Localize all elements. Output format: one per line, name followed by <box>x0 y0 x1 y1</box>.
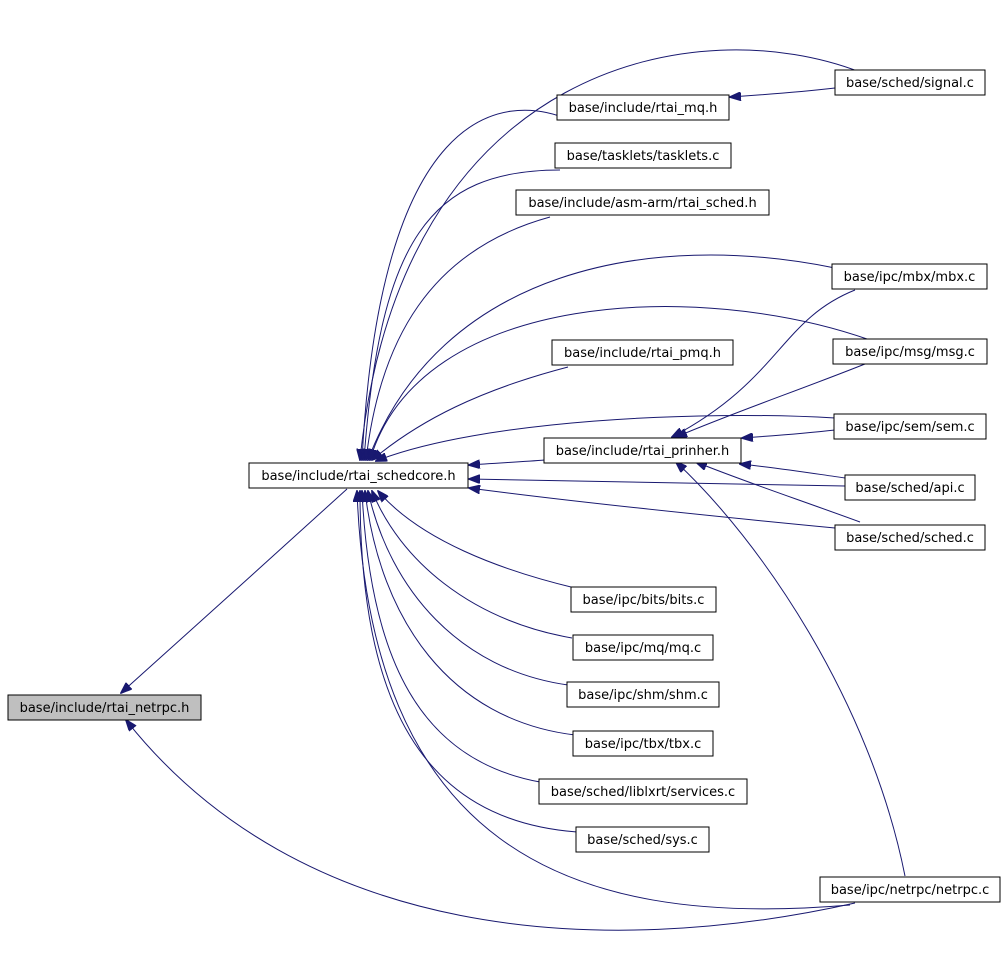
edge-sem-to-prinher <box>742 429 836 438</box>
node-label: base/include/rtai_netrpc.h <box>20 701 190 716</box>
node-bits-c[interactable]: base/ipc/bits/bits.c <box>570 586 717 613</box>
edge-signal-to-mq <box>730 87 836 97</box>
node-rtai-pmq-h[interactable]: base/include/rtai_pmq.h <box>551 339 734 366</box>
edges <box>121 49 906 931</box>
edge-shm-to-schedcore <box>368 491 569 686</box>
edge-mbx-to-schedcore <box>368 254 836 460</box>
node-label: base/ipc/shm/shm.c <box>578 688 708 703</box>
node-label: base/tasklets/tasklets.c <box>567 149 720 164</box>
node-services-c[interactable]: base/sched/liblxrt/services.c <box>538 778 748 805</box>
edge-signal-to-schedcore <box>360 49 861 460</box>
edge-netrpc-c-to-schedcore <box>357 491 851 910</box>
edge-sched-to-prinher <box>696 462 861 523</box>
node-sched-c[interactable]: base/sched/sched.c <box>834 524 986 551</box>
node-label: base/include/rtai_schedcore.h <box>261 469 455 484</box>
node-label: base/ipc/netrpc/netrpc.c <box>831 883 990 898</box>
edge-netrpc-c-to-netrpc-h <box>126 720 856 931</box>
node-label: base/sched/signal.c <box>846 76 974 91</box>
node-sem-c[interactable]: base/ipc/sem/sem.c <box>833 413 987 440</box>
edge-tbx-to-schedcore <box>365 491 576 736</box>
node-label: base/ipc/bits/bits.c <box>583 593 705 608</box>
node-label: base/ipc/mq/mq.c <box>585 641 701 656</box>
edge-mq-to-schedcore <box>362 109 571 460</box>
node-api-c[interactable]: base/sched/api.c <box>844 474 976 501</box>
edge-msg-to-schedcore <box>370 306 871 460</box>
node-label: base/ipc/msg/msg.c <box>845 345 975 360</box>
node-label: base/sched/sys.c <box>587 833 698 848</box>
node-label: base/sched/api.c <box>855 481 964 496</box>
edge-prinher-to-schedcore <box>469 459 546 465</box>
edge-schedcore-to-netrpc-h <box>121 488 348 693</box>
node-label: base/include/rtai_pmq.h <box>564 346 721 361</box>
edge-mqc-to-schedcore <box>372 491 573 639</box>
node-rtai-prinher-h[interactable]: base/include/rtai_prinher.h <box>543 437 742 464</box>
node-label: base/ipc/sem/sem.c <box>845 420 974 435</box>
edge-asmarm-to-schedcore <box>366 216 551 460</box>
edge-bits-to-schedcore <box>378 491 576 589</box>
node-label: base/ipc/tbx/tbx.c <box>585 737 702 752</box>
edge-sched-to-schedcore <box>469 488 836 529</box>
edge-tasklets-to-schedcore <box>364 169 561 460</box>
node-label: base/include/asm-arm/rtai_sched.h <box>528 196 756 211</box>
node-shm-c[interactable]: base/ipc/shm/shm.c <box>566 681 720 708</box>
node-rtai-schedcore-h[interactable]: base/include/rtai_schedcore.h <box>248 462 469 489</box>
edge-api-to-prinher <box>740 464 846 479</box>
edge-pmq-to-schedcore <box>372 366 569 460</box>
node-rtai-netrpc-h[interactable]: base/include/rtai_netrpc.h <box>7 694 202 721</box>
node-label: base/sched/liblxrt/services.c <box>551 785 735 800</box>
node-rtai-mq-h[interactable]: base/include/rtai_mq.h <box>556 94 730 121</box>
edge-sem-to-schedcore <box>376 414 836 461</box>
node-mq-c[interactable]: base/ipc/mq/mq.c <box>572 634 714 661</box>
edge-services-to-schedcore <box>362 491 541 783</box>
edge-netrpc-c-to-prinher <box>676 462 906 877</box>
node-label: base/include/rtai_mq.h <box>569 101 718 116</box>
node-label: base/sched/sched.c <box>846 531 974 546</box>
node-label: base/ipc/mbx/mbx.c <box>844 270 976 285</box>
node-mbx-c[interactable]: base/ipc/mbx/mbx.c <box>831 263 988 290</box>
node-signal-c[interactable]: base/sched/signal.c <box>834 69 986 96</box>
node-msg-c[interactable]: base/ipc/msg/msg.c <box>832 338 988 365</box>
node-asm-arm-rtai-sched-h[interactable]: base/include/asm-arm/rtai_sched.h <box>515 189 770 216</box>
edge-api-to-schedcore <box>469 479 846 487</box>
node-tasklets-c[interactable]: base/tasklets/tasklets.c <box>554 142 732 169</box>
edge-msg-to-prinher <box>676 361 871 437</box>
nodes: base/include/rtai_netrpc.h base/include/… <box>7 69 1001 903</box>
node-tbx-c[interactable]: base/ipc/tbx/tbx.c <box>572 730 714 757</box>
node-sys-c[interactable]: base/sched/sys.c <box>575 826 710 853</box>
node-netrpc-c[interactable]: base/ipc/netrpc/netrpc.c <box>819 876 1001 903</box>
node-label: base/include/rtai_prinher.h <box>556 444 730 459</box>
